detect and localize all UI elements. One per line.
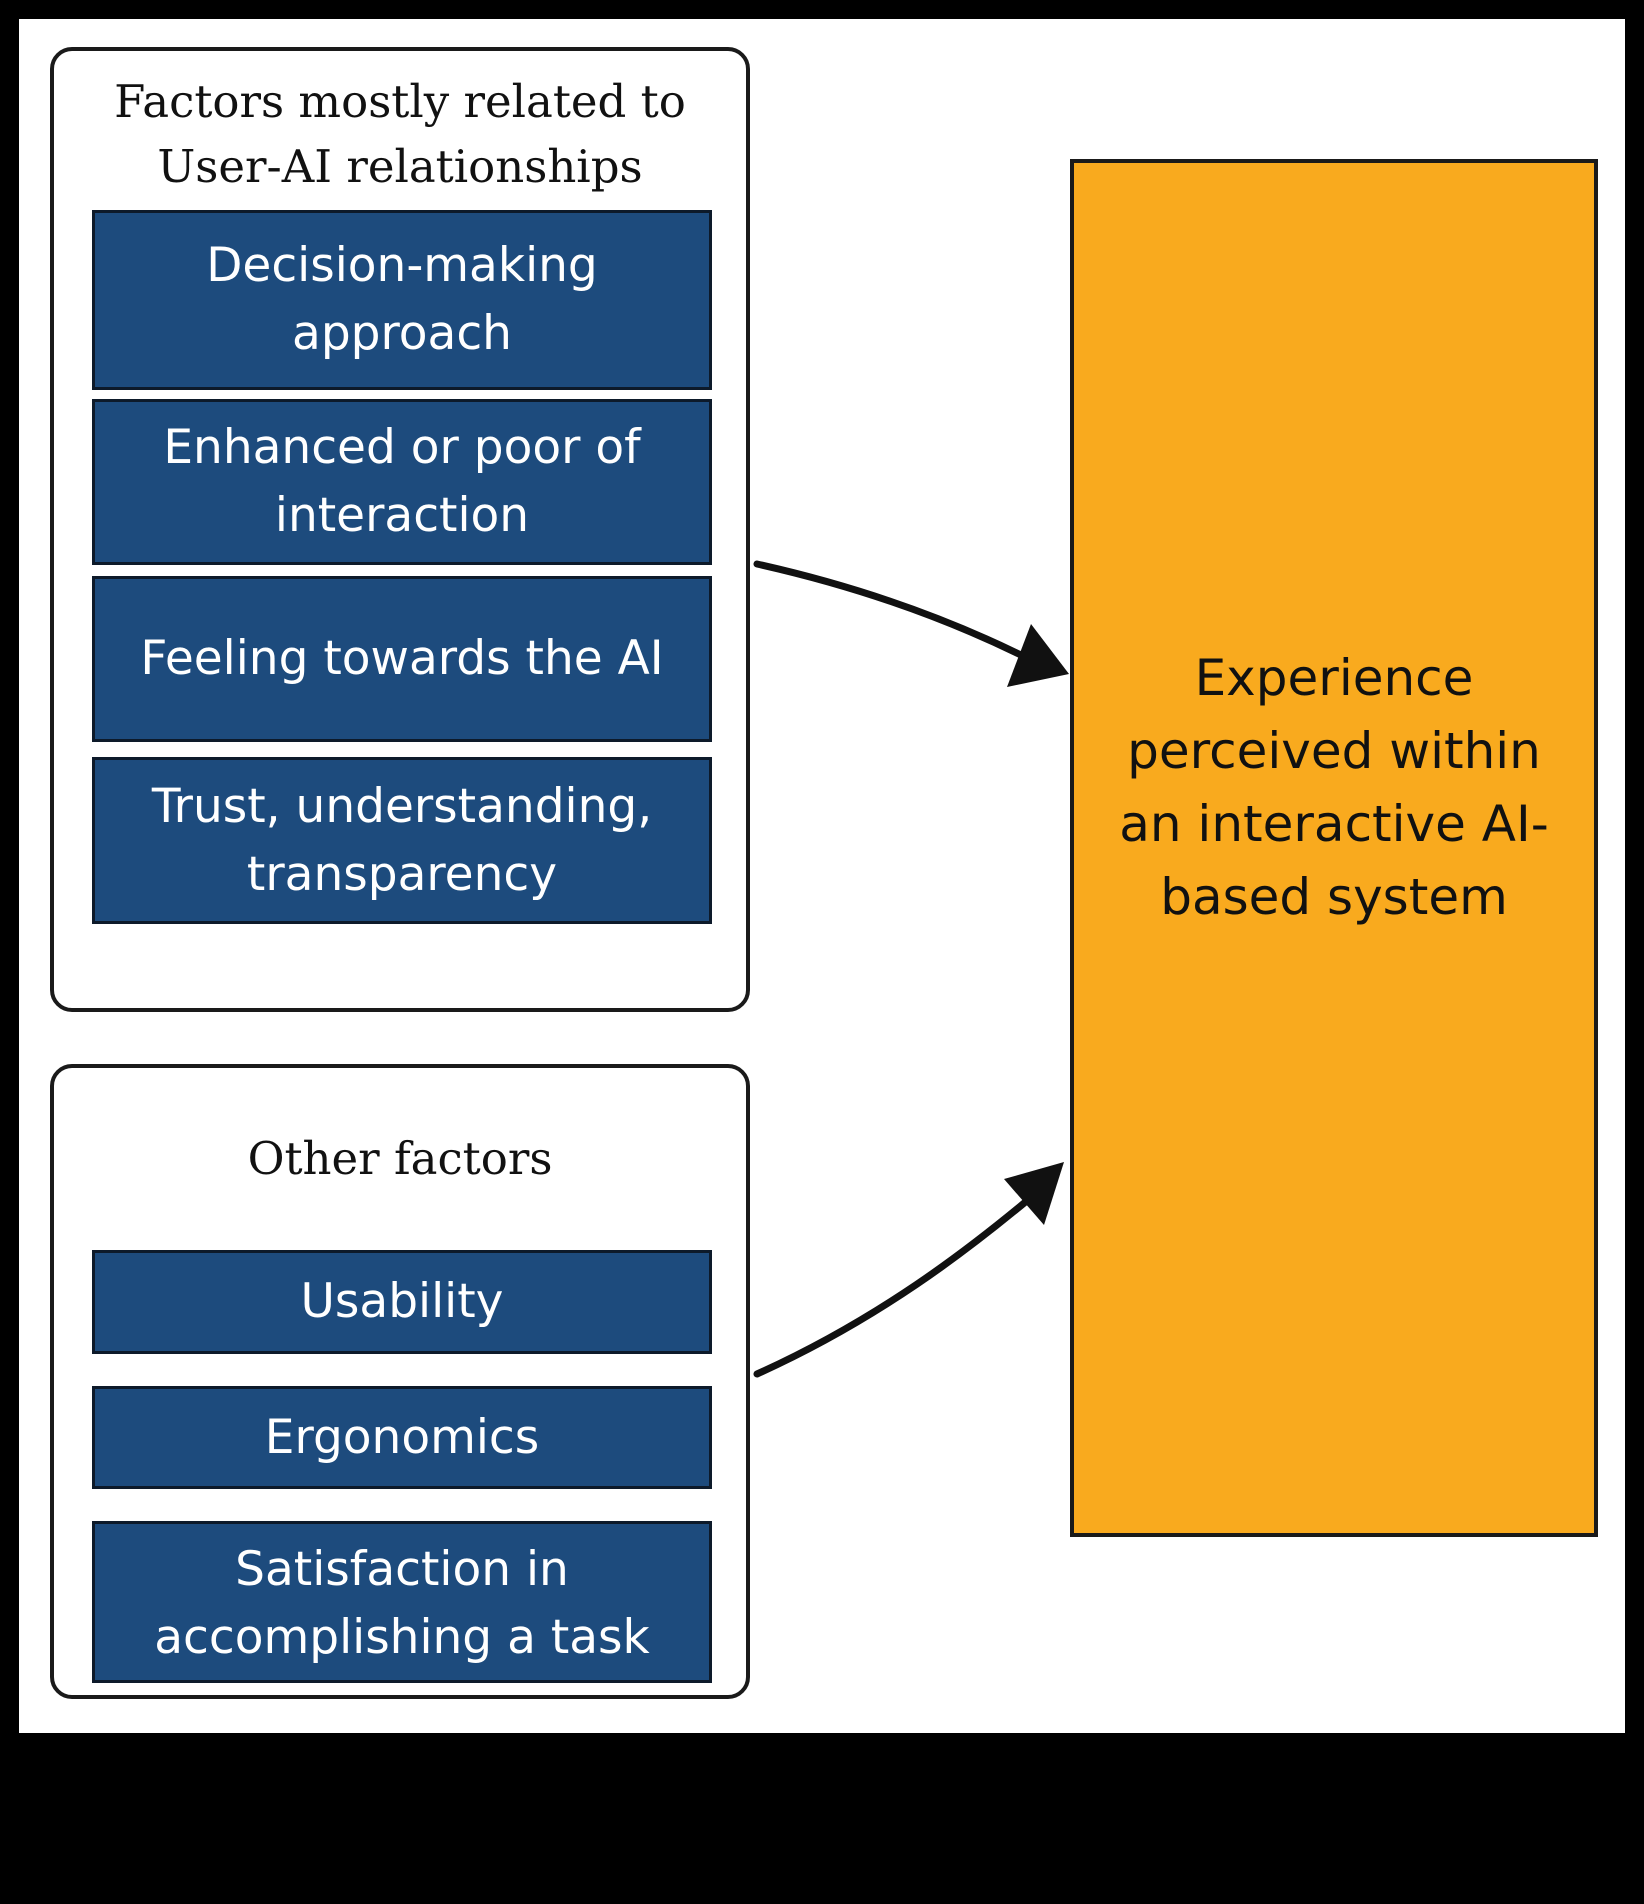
factor-trust: Trust, understanding, transparency xyxy=(92,757,712,924)
arrow-other-to-experience xyxy=(753,1195,1033,1378)
factor-feeling: Feeling towards the AI xyxy=(92,576,712,742)
diagram-canvas: Factors mostly related to User-AI relati… xyxy=(19,19,1625,1733)
user-ai-factors-group: Factors mostly related to User-AI relati… xyxy=(50,47,750,1012)
factor-usability: Usability xyxy=(92,1250,712,1354)
other-factors-group: Other factors Usability Ergonomics Satis… xyxy=(50,1064,750,1699)
factor-decision-making: Decision-making approach xyxy=(92,210,712,390)
connector-arrows xyxy=(753,560,1069,1378)
arrow-head-upper xyxy=(1007,624,1069,687)
factor-ergonomics: Ergonomics xyxy=(92,1386,712,1489)
factor-satisfaction: Satisfaction in accomplishing a task xyxy=(92,1521,712,1683)
experience-result-label: Experience perceived within an interacti… xyxy=(1119,649,1549,926)
arrow-user-ai-to-experience xyxy=(753,560,1033,663)
experience-result-box: Experience perceived within an interacti… xyxy=(1070,159,1598,1537)
arrow-head-lower xyxy=(1004,1162,1064,1225)
other-factors-title: Other factors xyxy=(247,1132,553,1185)
factor-interaction: Enhanced or poor of interaction xyxy=(92,399,712,565)
user-ai-factors-title: Factors mostly related to User-AI relati… xyxy=(114,75,686,193)
